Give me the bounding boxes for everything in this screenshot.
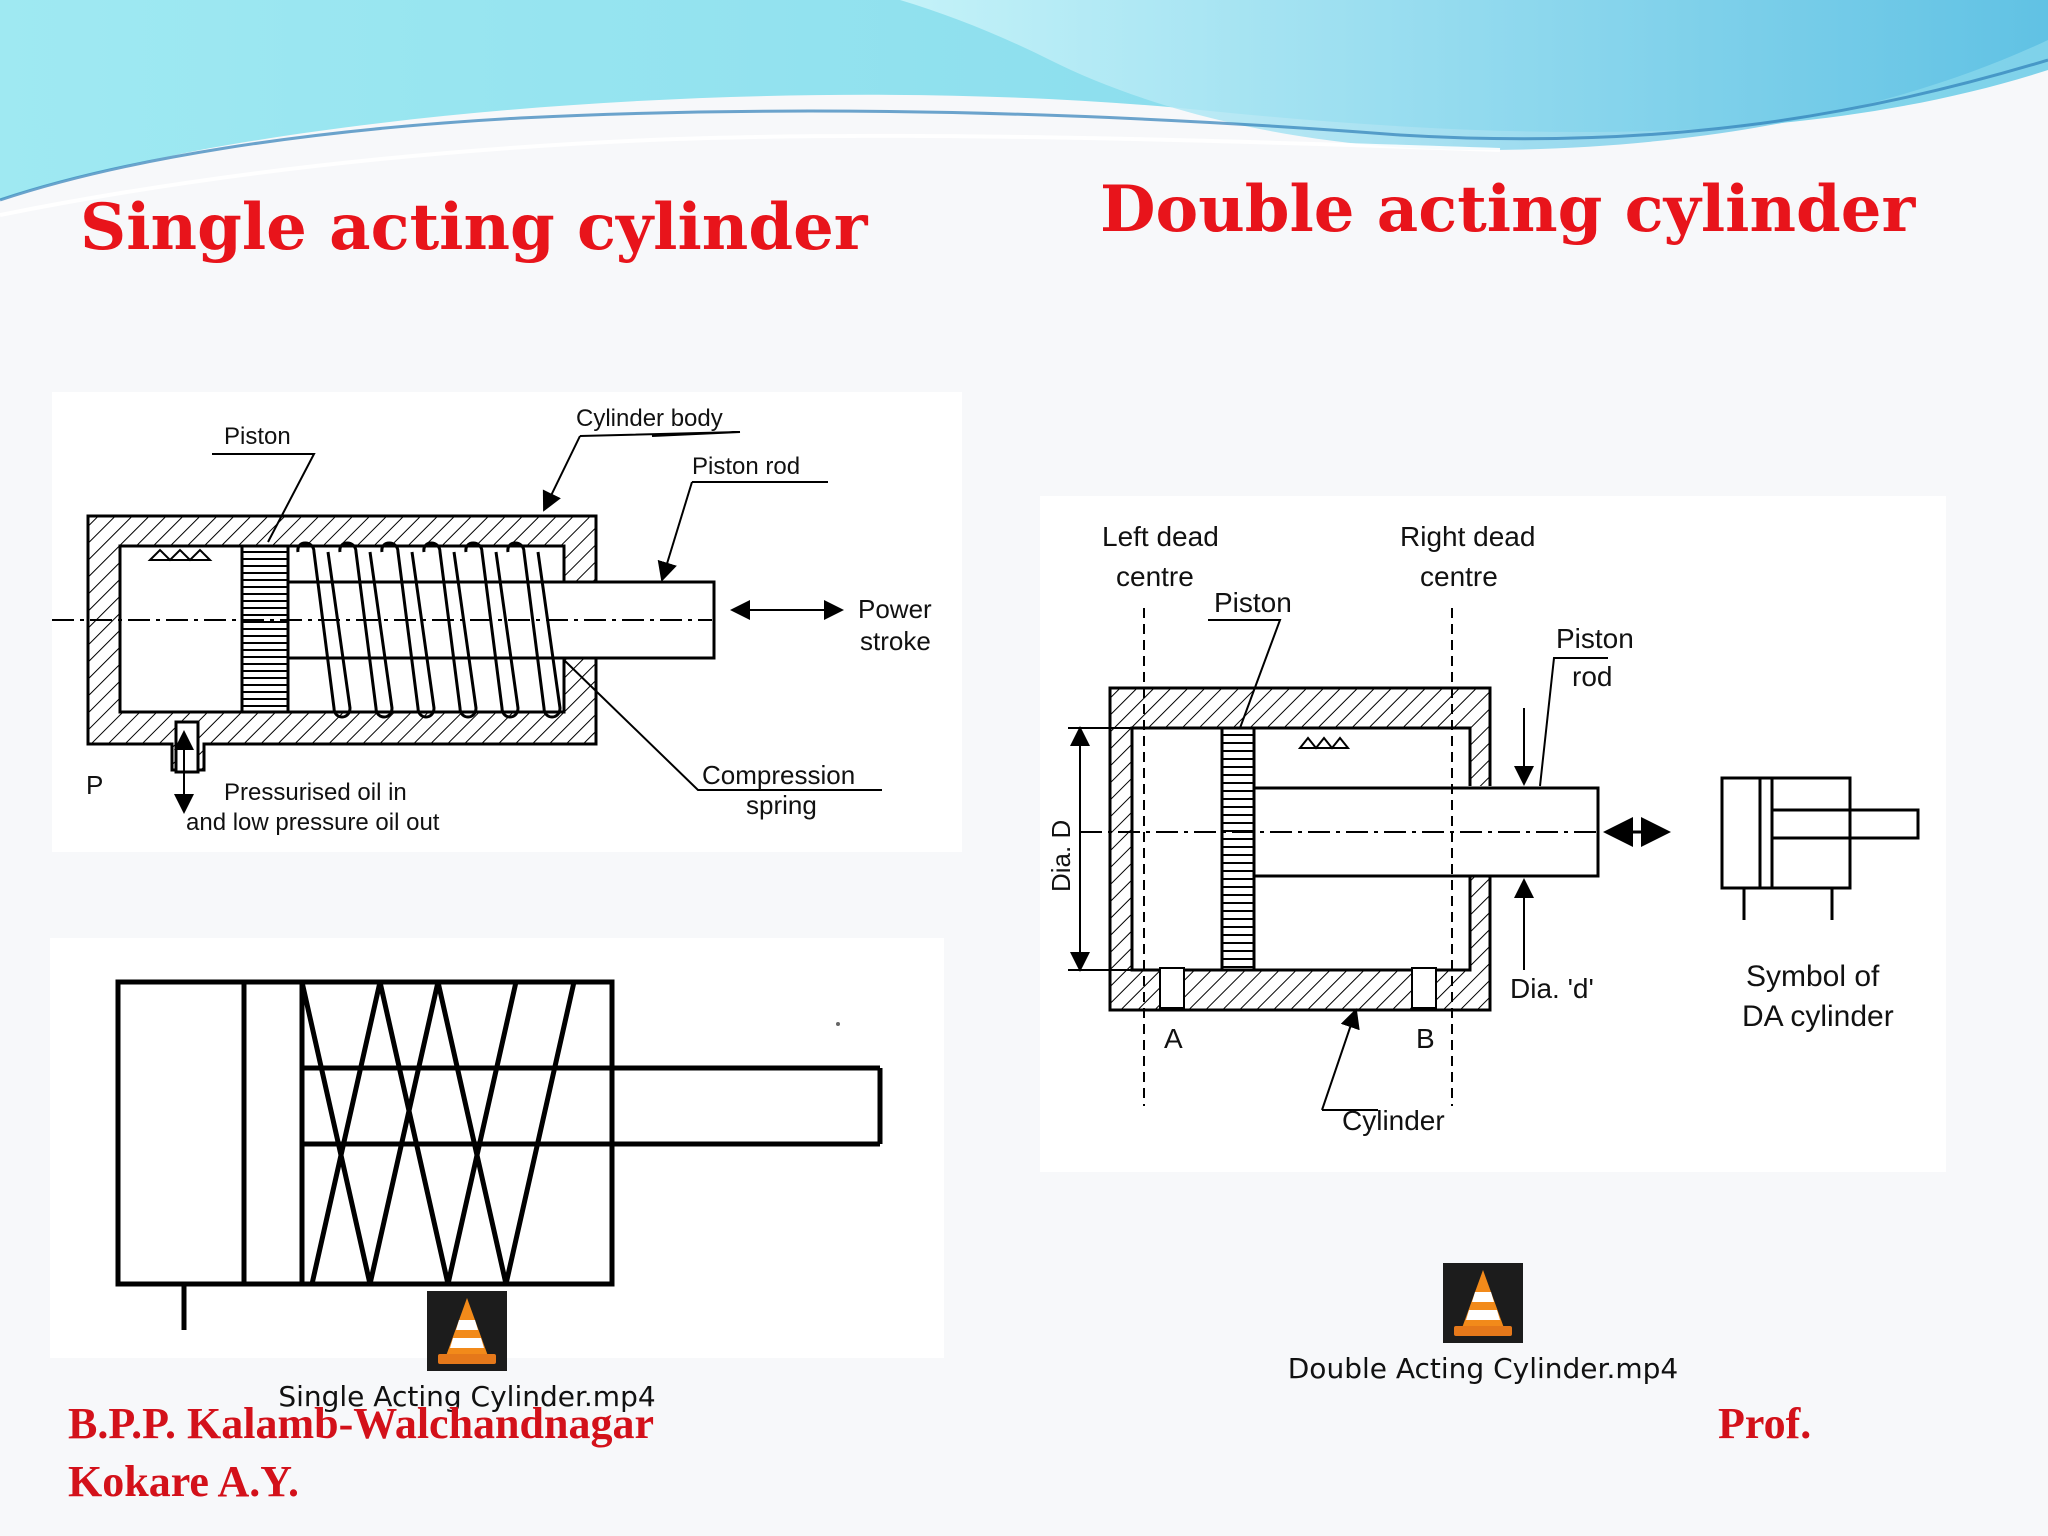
label-right-centre: centre [1420, 561, 1498, 592]
label-dia-d: Dia. 'd' [1510, 973, 1594, 1004]
double-acting-diagram: Left dead centre Right dead centre Pisto… [1040, 496, 1946, 1172]
label-symbol-2: DA cylinder [1742, 1000, 1894, 1033]
label-cylinder-body: Cylinder body [576, 405, 723, 432]
label-stroke: stroke [860, 626, 931, 656]
label-symbol-1: Symbol of [1746, 960, 1880, 993]
footer-institute: B.P.P. Kalamb-Walchandnagar [68, 1399, 654, 1448]
double-video-vlc-icon[interactable] [1442, 1262, 1524, 1344]
label-da-piston-rod-1: Piston [1556, 623, 1634, 654]
header-wave [0, 0, 2048, 217]
label-cylinder: Cylinder [1342, 1105, 1445, 1136]
label-spring: spring [746, 790, 817, 820]
label-right-dead: Right dead [1400, 521, 1535, 552]
label-dia-D: Dia. D [1046, 820, 1076, 892]
footer-prof: Prof. [1718, 1399, 1812, 1448]
single-acting-diagram: Piston Cylinder body Piston rod Power st… [52, 392, 962, 852]
single-video-filename[interactable]: Single Acting Cylinder.mp4 [278, 1380, 656, 1413]
single-video-vlc-icon[interactable] [426, 1290, 508, 1372]
label-port-b: B [1416, 1023, 1435, 1054]
label-left-centre: centre [1116, 561, 1194, 592]
label-power: Power [858, 594, 932, 624]
single-acting-symbol [50, 938, 944, 1358]
label-piston-rod: Piston rod [692, 453, 800, 480]
label-oil-out: and low pressure oil out [186, 809, 440, 836]
label-oil-in: Pressurised oil in [224, 779, 407, 806]
footer-author: Kokare A.Y. [68, 1457, 300, 1506]
label-port-a: A [1164, 1023, 1183, 1054]
label-p: P [86, 770, 103, 800]
label-piston: Piston [224, 423, 291, 450]
label-da-piston-rod-2: rod [1572, 661, 1612, 692]
single-acting-title: Single acting cylinder [80, 190, 868, 265]
double-acting-title: Double acting cylinder [1100, 172, 1916, 247]
label-left-dead: Left dead [1102, 521, 1219, 552]
label-da-piston: Piston [1214, 587, 1292, 618]
double-video-filename[interactable]: Double Acting Cylinder.mp4 [1287, 1352, 1679, 1385]
label-compression: Compression [702, 760, 855, 790]
